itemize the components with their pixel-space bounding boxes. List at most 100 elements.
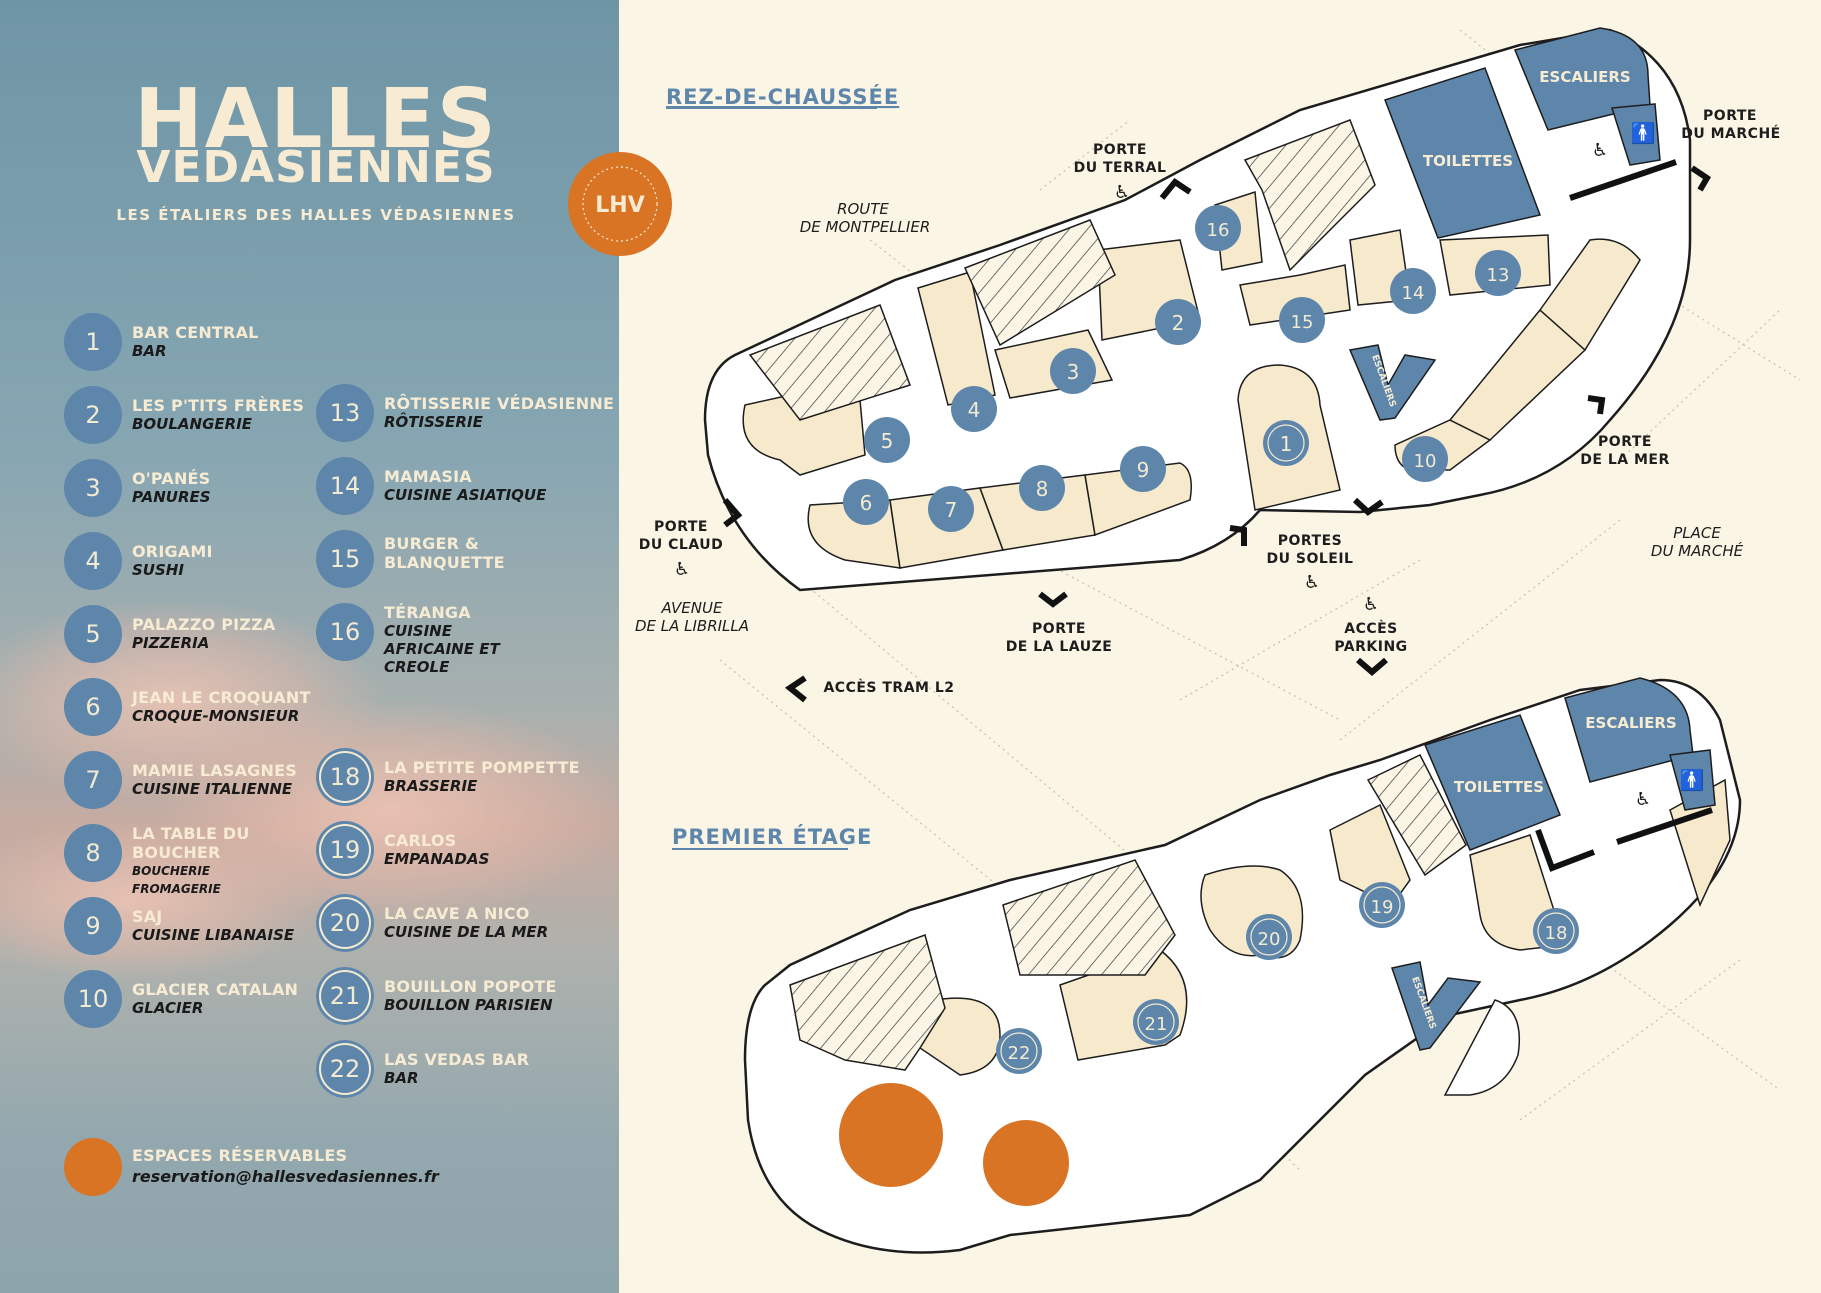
map-badge[interactable]: 22 (996, 1028, 1042, 1074)
elevator-block-first[interactable] (1669, 749, 1716, 811)
toilets-block[interactable] (1384, 67, 1542, 239)
map-badge[interactable]: 7 (928, 486, 974, 532)
stall-type: CUISINE LIBANAISE (132, 926, 295, 944)
stall-name: BAR CENTRAL (132, 323, 259, 342)
map-badge[interactable]: 6 (843, 479, 889, 525)
stall-number-badge: 4 (64, 532, 122, 590)
door-claud-line2: DU CLAUD (639, 537, 723, 553)
hatched-area (1243, 119, 1376, 272)
place-marche-line2: DU MARCHÉ (1651, 541, 1744, 560)
toilets-block-first[interactable] (1423, 714, 1561, 851)
stall-name: BOUILLON POPOTE (384, 977, 557, 996)
map-badge[interactable]: 14 (1390, 268, 1436, 314)
reservable-space[interactable] (983, 1120, 1069, 1206)
door-terral-line1: PORTE (1093, 142, 1147, 158)
stall-number-badge: 2 (64, 386, 122, 444)
map-badge[interactable]: 10 (1402, 436, 1448, 482)
map-badge[interactable]: 19 (1359, 882, 1405, 928)
stall-4-area[interactable] (917, 271, 996, 406)
elevator-icon-first: 🚹 (1680, 768, 1705, 792)
place-route-line2: DE MONTPELLIER (800, 218, 931, 236)
svg-text:13: 13 (1487, 265, 1510, 286)
map-badge[interactable]: 16 (1195, 205, 1241, 251)
stall-5-area[interactable] (742, 394, 866, 476)
reservable-email-link[interactable]: reservation@hallesvedasiennes.fr (132, 1167, 439, 1186)
svg-text:14: 14 (1402, 283, 1425, 304)
brand-title-line2: VEDASIENNES (136, 142, 496, 193)
accessible-icon-first: ♿ (1635, 789, 1651, 810)
stairs-small-block[interactable] (1348, 344, 1437, 421)
stall-type: BAR (132, 342, 167, 360)
stall-name: LA PETITE POMPETTE (384, 758, 580, 777)
map-badge[interactable]: 2 (1155, 299, 1201, 345)
stairs-block-first[interactable] (1564, 677, 1694, 783)
brand-tagline: LES ÉTALIERS DES HALLES VÉDASIENNES (116, 206, 516, 224)
toilets-label-first: TOILETTES (1454, 778, 1544, 796)
map-badge[interactable]: 15 (1279, 297, 1325, 343)
stall-type: BOULANGERIE (132, 415, 253, 433)
stairs-small-block-first[interactable] (1391, 961, 1482, 1051)
map-badge[interactable]: 18 (1533, 908, 1579, 954)
svg-text:20: 20 (1258, 929, 1281, 950)
map-badge[interactable]: 1 (1263, 420, 1309, 466)
reservable-dot-icon (64, 1138, 122, 1196)
stall-number-badge: 8 (64, 824, 122, 882)
stall-name: MAMIE LASAGNES (132, 761, 297, 780)
svg-text:5: 5 (881, 429, 894, 453)
legend-item[interactable]: 15 BURGER & BLANQUETTE (316, 530, 524, 588)
stall-name: TÉRANGA (384, 603, 471, 622)
map-badge[interactable]: 21 (1133, 999, 1179, 1045)
map-badge[interactable]: 20 (1246, 914, 1292, 960)
floor-title-ground: REZ-DE-CHAUSSÉE (666, 84, 899, 109)
door-soleil-line1: PORTES (1278, 533, 1343, 549)
stall-number-badge: 15 (316, 530, 374, 588)
reservable-space[interactable] (839, 1083, 943, 1187)
stall-10c-area[interactable] (1538, 238, 1641, 352)
stairs-block[interactable] (1513, 27, 1651, 131)
map-badge[interactable]: 4 (951, 386, 997, 432)
reservable-legend[interactable]: ESPACES RÉSERVABLES reservation@hallesve… (64, 1138, 439, 1196)
ground-floor-badges[interactable]: 1 2 3 4 5 6 7 8 9 10 13 14 15 16 (843, 205, 1521, 532)
map-badge[interactable]: 9 (1120, 446, 1166, 492)
stall-9-area[interactable] (1084, 462, 1192, 537)
hatched-area (1002, 859, 1176, 976)
reservable-label: ESPACES RÉSERVABLES (132, 1146, 348, 1165)
door-terral-line2: DU TERRAL (1074, 160, 1167, 176)
stall-number-badge: 3 (64, 459, 122, 517)
seal-text: LHV (595, 193, 644, 218)
accessible-icon: ♿ (1304, 572, 1320, 593)
hatched-area (789, 934, 946, 1071)
svg-text:16: 16 (1207, 220, 1230, 241)
map-badge[interactable]: 8 (1019, 465, 1065, 511)
door-marche-line2: DU MARCHÉ (1681, 125, 1780, 142)
legend-panel: HALLES VEDASIENNES LES ÉTALIERS DES HALL… (0, 0, 619, 1293)
stall-number-badge: 7 (64, 751, 122, 809)
hatched-area (1366, 754, 1467, 877)
map-badge[interactable]: 5 (864, 417, 910, 463)
elevator-block[interactable] (1611, 103, 1661, 166)
first-floor-barriers (1535, 807, 1713, 872)
map-badge[interactable]: 13 (1475, 250, 1521, 296)
first-floor-badges[interactable]: 18 19 20 21 22 (996, 882, 1579, 1074)
floor-plan-map: ESCALIERS TOILETTES ESCALIERS 🚹 ♿ 1 2 3 … (635, 27, 1801, 1254)
map-badge[interactable]: 3 (1050, 348, 1096, 394)
stall-number-badge: 22 (316, 1040, 374, 1098)
